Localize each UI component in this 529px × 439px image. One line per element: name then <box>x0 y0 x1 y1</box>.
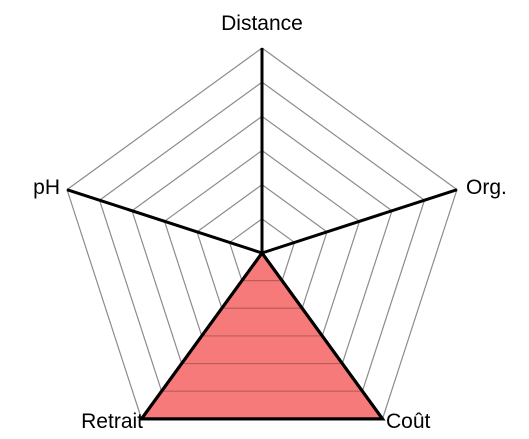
radar-axis-labels: Distance Org. Coût Retrait pH <box>33 12 507 433</box>
axis-label-distance: Distance <box>221 12 303 35</box>
inner-grid-ring-5 <box>141 253 383 392</box>
inner-grid-ring-4 <box>141 253 383 365</box>
inner-grid-ring-2 <box>196 253 328 309</box>
radar-inner-grid <box>141 253 383 392</box>
axis-label-retrait: Retrait <box>81 410 143 433</box>
inner-grid-ring-3 <box>163 253 361 337</box>
radar-axes <box>66 48 458 421</box>
series-0-outline <box>138 250 386 421</box>
axis-spoke-1 <box>261 188 458 255</box>
inner-grid-ring-1 <box>228 253 296 282</box>
axis-label-cout: Coût <box>386 410 431 433</box>
axis-label-org: Org. <box>466 176 507 199</box>
axis-spoke-4 <box>66 188 263 255</box>
axis-label-ph: pH <box>33 176 60 199</box>
